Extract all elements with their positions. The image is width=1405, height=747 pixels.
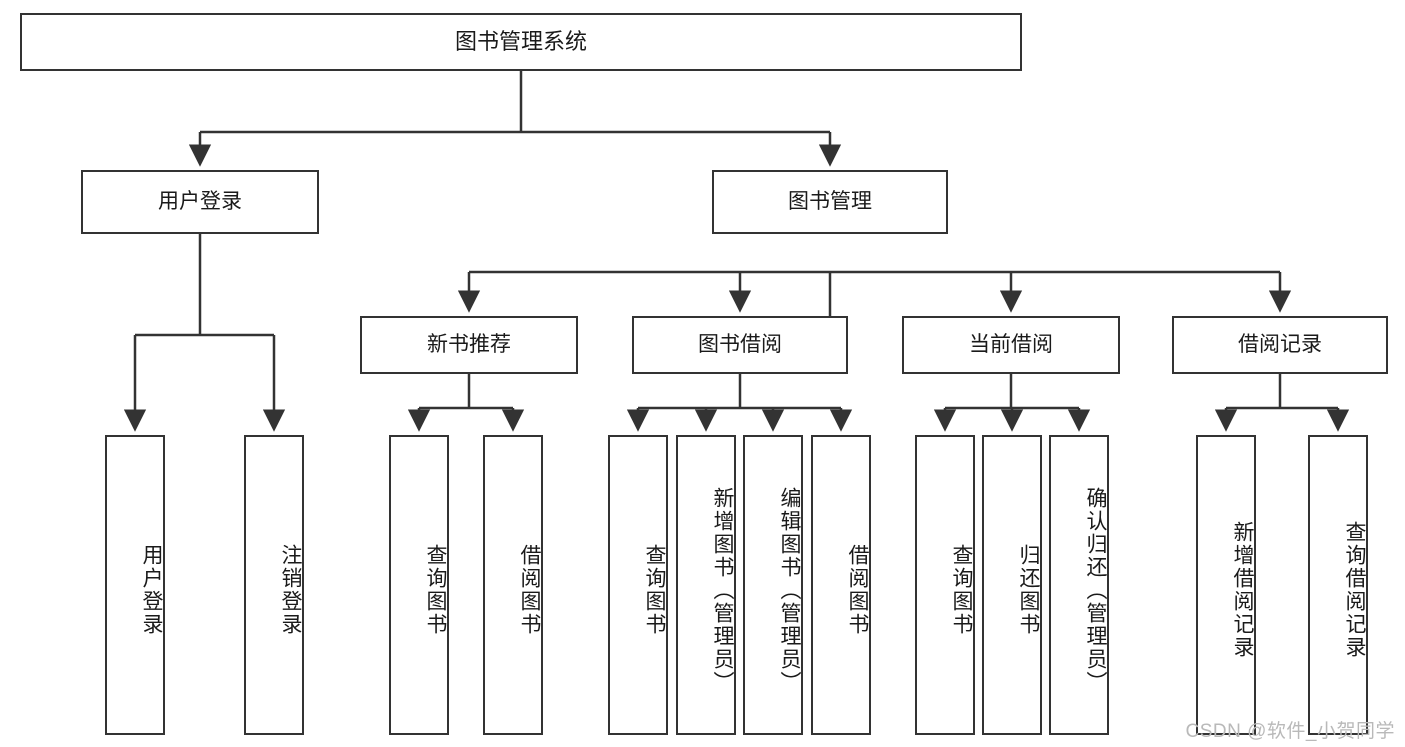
node-book-borrow[interactable]: 图书借阅	[632, 316, 848, 374]
node-leaf-borrow-book-2-label: 借阅图书	[846, 544, 869, 636]
node-leaf-user-login[interactable]: 用户登录	[105, 435, 165, 735]
node-leaf-logout[interactable]: 注销登录	[244, 435, 304, 735]
node-new-book-rec-label: 新书推荐	[427, 332, 511, 356]
watermark: CSDN @软件_小贺同学	[1185, 721, 1395, 742]
node-leaf-query-book-2[interactable]: 查询图书	[608, 435, 668, 735]
node-new-book-rec[interactable]: 新书推荐	[360, 316, 578, 374]
node-leaf-query-book-1[interactable]: 查询图书	[389, 435, 449, 735]
node-leaf-borrow-book-1-label: 借阅图书	[518, 544, 541, 636]
node-book-borrow-label: 图书借阅	[698, 332, 782, 356]
node-book-manage-label: 图书管理	[788, 189, 872, 213]
node-leaf-return-book[interactable]: 归还图书	[982, 435, 1042, 735]
node-leaf-add-book-label: 新增图书（管理员）	[711, 486, 734, 694]
node-leaf-edit-book[interactable]: 编辑图书（管理员）	[743, 435, 803, 735]
node-borrow-record-label: 借阅记录	[1238, 332, 1322, 356]
node-leaf-query-book-2-label: 查询图书	[643, 544, 666, 636]
node-leaf-query-record[interactable]: 查询借阅记录	[1308, 435, 1368, 735]
node-current-borrow-label: 当前借阅	[969, 332, 1053, 356]
node-user-login-label: 用户登录	[158, 189, 242, 213]
node-leaf-borrow-book-2[interactable]: 借阅图书	[811, 435, 871, 735]
node-user-login[interactable]: 用户登录	[81, 170, 319, 234]
node-leaf-add-record[interactable]: 新增借阅记录	[1196, 435, 1256, 735]
node-leaf-query-book-3-label: 查询图书	[950, 544, 973, 636]
node-leaf-query-book-3[interactable]: 查询图书	[915, 435, 975, 735]
node-leaf-query-book-1-label: 查询图书	[424, 544, 447, 636]
node-leaf-add-book[interactable]: 新增图书（管理员）	[676, 435, 736, 735]
node-leaf-confirm-return-label: 确认归还（管理员）	[1084, 486, 1107, 694]
node-current-borrow[interactable]: 当前借阅	[902, 316, 1120, 374]
node-leaf-return-book-label: 归还图书	[1017, 544, 1040, 636]
node-borrow-record[interactable]: 借阅记录	[1172, 316, 1388, 374]
node-leaf-edit-book-label: 编辑图书（管理员）	[778, 486, 801, 694]
node-leaf-add-record-label: 新增借阅记录	[1231, 521, 1254, 659]
node-root-label: 图书管理系统	[454, 29, 587, 55]
node-leaf-borrow-book-1[interactable]: 借阅图书	[483, 435, 543, 735]
node-root[interactable]: 图书管理系统	[20, 13, 1022, 71]
node-leaf-confirm-return[interactable]: 确认归还（管理员）	[1049, 435, 1109, 735]
node-leaf-user-login-label: 用户登录	[140, 544, 163, 636]
node-leaf-logout-label: 注销登录	[279, 544, 302, 636]
node-leaf-query-record-label: 查询借阅记录	[1343, 521, 1366, 659]
node-book-manage[interactable]: 图书管理	[712, 170, 948, 234]
